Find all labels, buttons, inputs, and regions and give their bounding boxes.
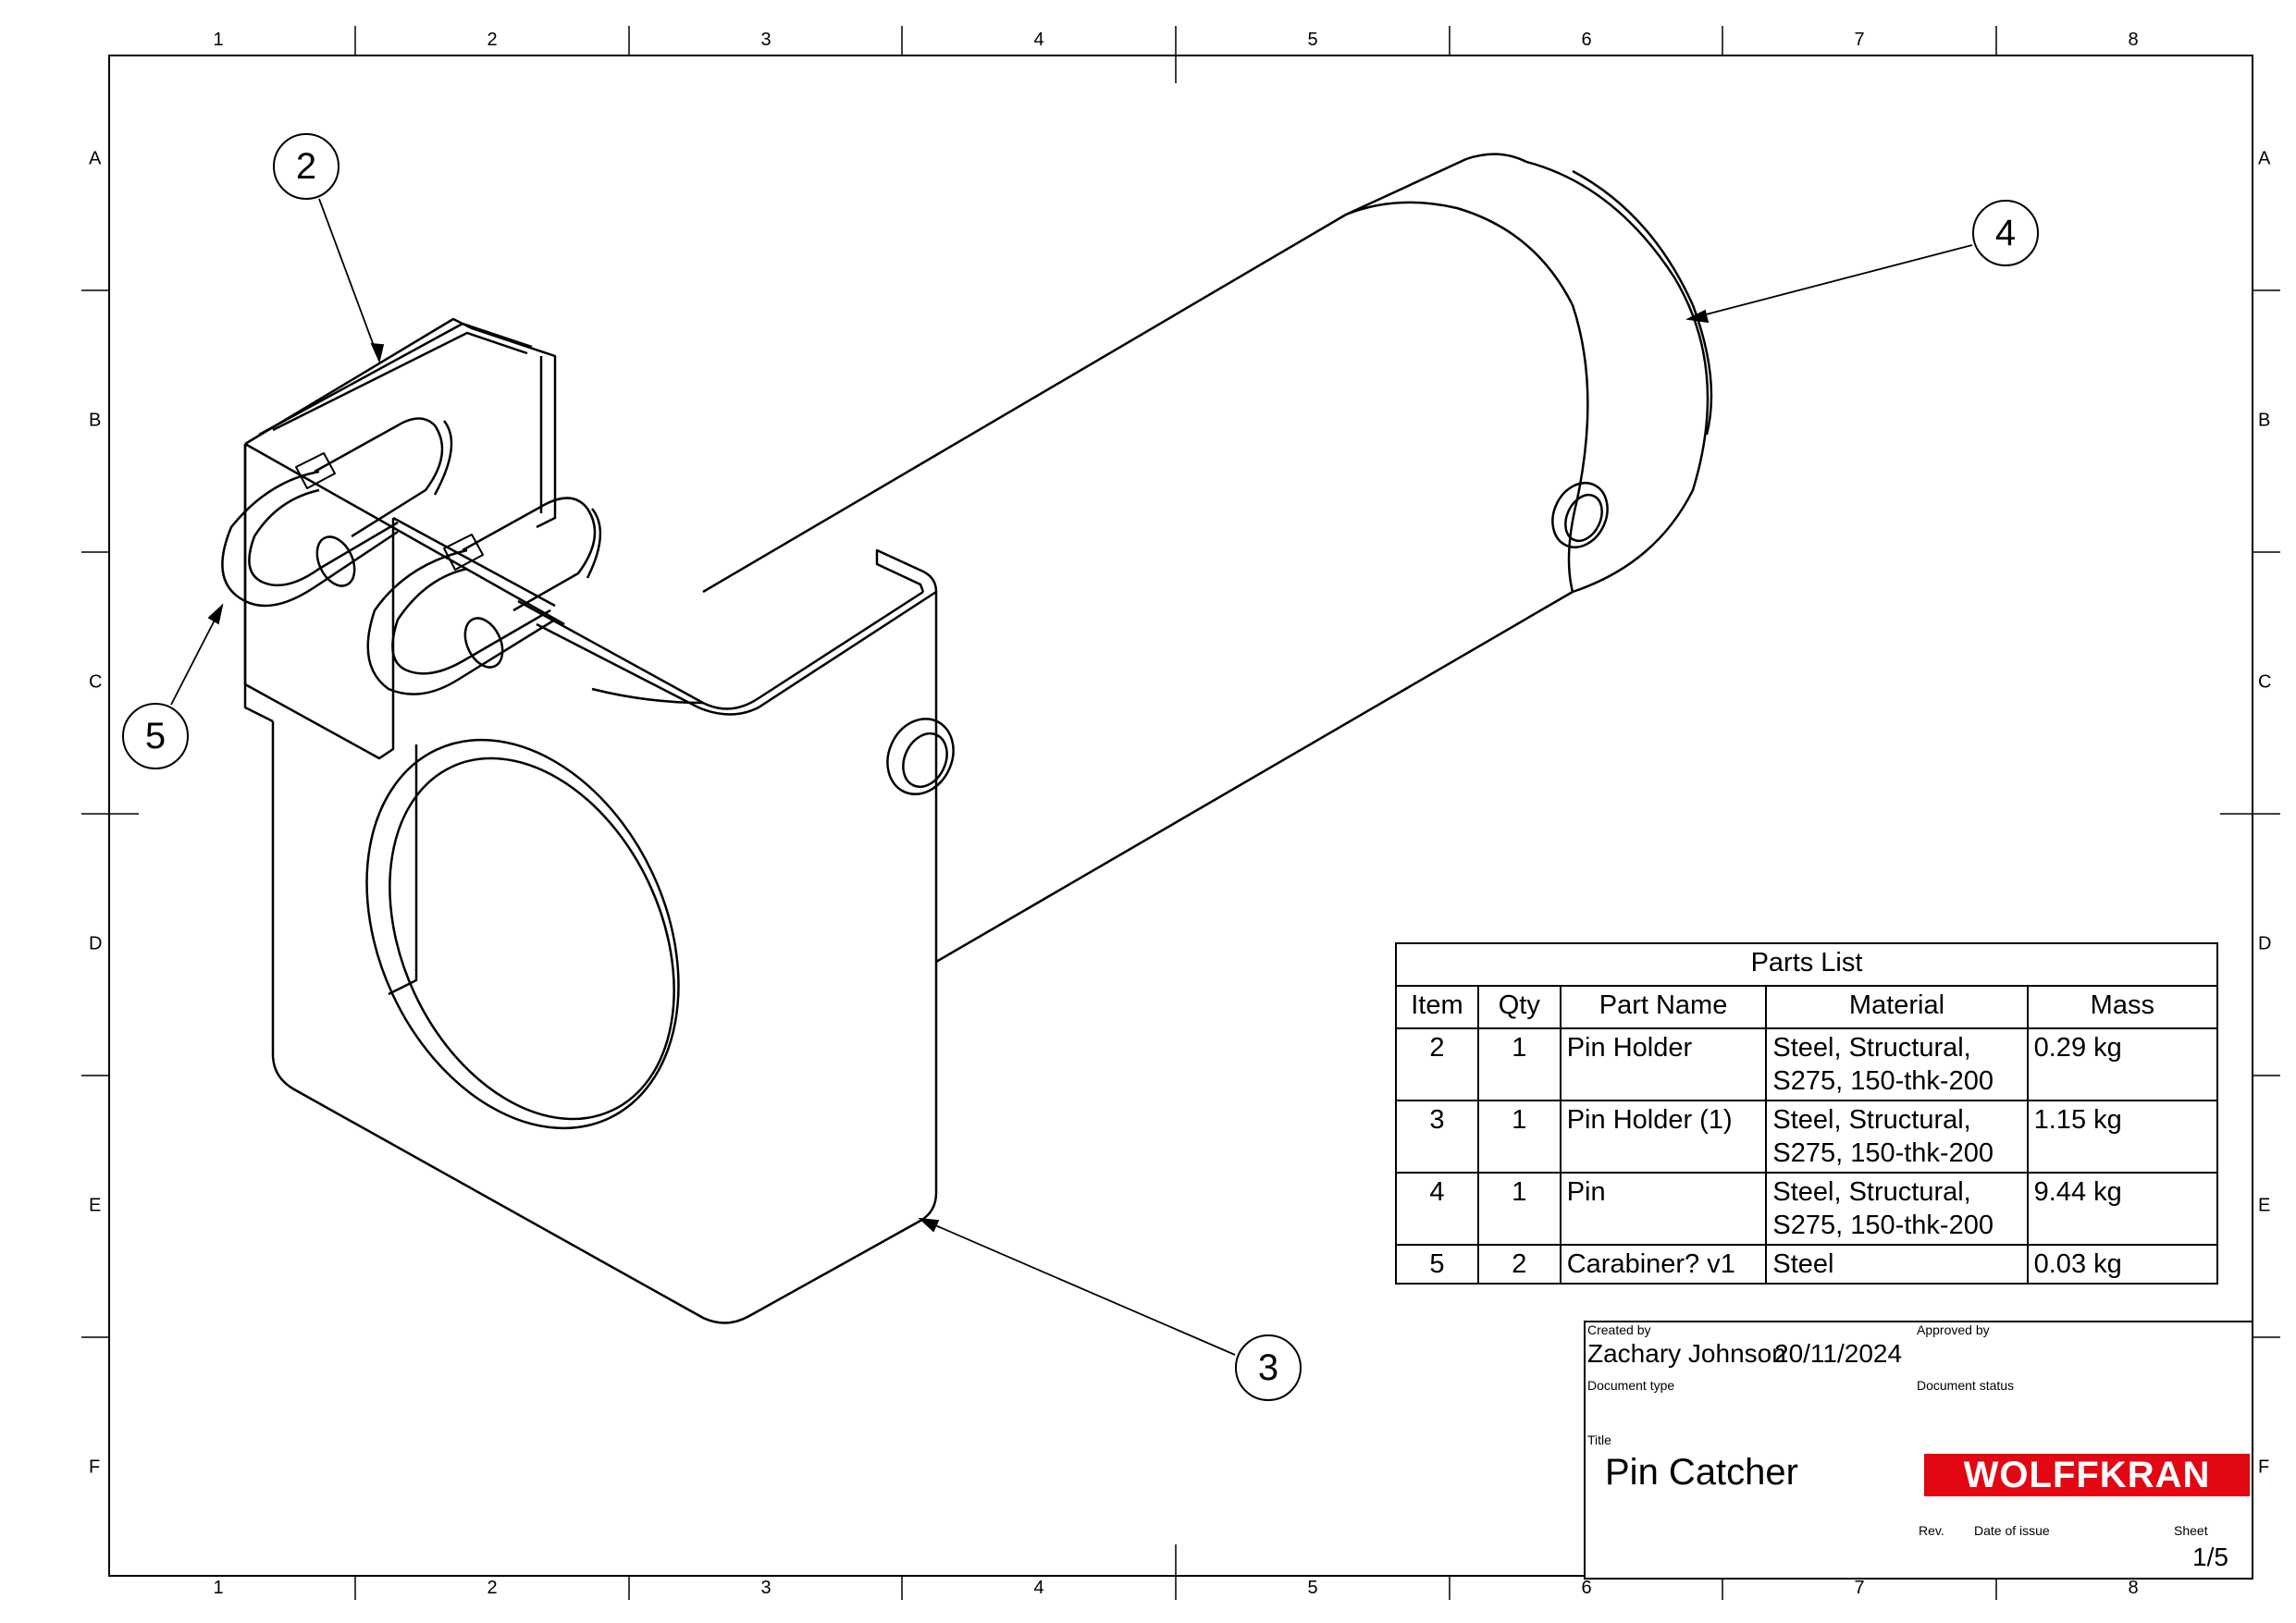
zone-row-e-left: E — [89, 1195, 102, 1216]
cell-part-name: Pin — [1559, 1172, 1768, 1246]
cell-mass: 0.03 kg — [2026, 1244, 2219, 1285]
cell-part-name: Pin Holder (1) — [1559, 1100, 1768, 1174]
material-line: Steel, Structural, — [1772, 1105, 1971, 1135]
cell-material: Steel, Structural, S275, 150-thk-200 — [1765, 1172, 2029, 1246]
zone-row-e-right: E — [2258, 1195, 2271, 1216]
zone-row-c-right: C — [2258, 671, 2272, 693]
drawing-frame — [108, 55, 2253, 1577]
zone-col-5-bottom: 5 — [1307, 1578, 1318, 1598]
zone-col-4-bottom: 4 — [1033, 1578, 1044, 1598]
material-line: Steel, Structural, — [1772, 1177, 1971, 1207]
material-line: S275, 150-thk-200 — [1772, 1066, 1994, 1096]
carabiners — [221, 417, 602, 695]
table-row: 3 1 Pin Holder (1) Steel, Structural,S27… — [1395, 1100, 2219, 1174]
sheet-label: Sheet — [2174, 1523, 2208, 1538]
zone-col-3-bottom: 3 — [760, 1578, 772, 1598]
cell-material: Steel, Structural,S275, 150-thk-200 — [1765, 1100, 2029, 1174]
cell-item: 5 — [1395, 1244, 1479, 1285]
zone-col-7-bottom: 7 — [1854, 1578, 1865, 1598]
leader-5 — [170, 605, 223, 706]
zone-row-f-right: F — [2258, 1457, 2270, 1478]
table-row: 2 1 Pin Holder Steel, Structural,S275, 1… — [1395, 1027, 2219, 1101]
zone-col-1-top: 1 — [213, 30, 224, 50]
cell-part-name: Carabiner? v1 — [1559, 1244, 1768, 1285]
header-item: Item — [1395, 985, 1479, 1029]
cell-mass: 1.15 kg — [2026, 1100, 2219, 1174]
leader-3 — [920, 1218, 1236, 1356]
parts-list-table: Parts List Item Qty Part Name Material M… — [1395, 942, 2219, 1285]
balloon-item-4: 4 — [1972, 200, 2039, 266]
rev-label: Rev. — [1919, 1523, 1944, 1538]
table-row: 4 1 Pin Steel, Structural, S275, 150-thk-… — [1395, 1172, 2219, 1246]
zone-row-f-left: F — [89, 1457, 101, 1478]
title-block — [1584, 1321, 2253, 1580]
zone-row-a-left: A — [89, 148, 102, 169]
wolffkran-logo: WOLFFKRAN — [1924, 1454, 2250, 1496]
cell-qty: 2 — [1476, 1244, 1562, 1285]
zone-row-d-left: D — [89, 933, 103, 954]
zone-row-a-right: A — [2258, 148, 2271, 169]
cell-part-name: Pin Holder — [1559, 1027, 1768, 1101]
header-material: Material — [1765, 985, 2029, 1029]
drawing-title: Pin Catcher — [1605, 1452, 1798, 1493]
header-part-name: Part Name — [1559, 985, 1768, 1029]
title-label: Title — [1587, 1432, 1611, 1447]
zone-ticks — [81, 26, 2280, 1600]
zone-col-7-top: 7 — [1854, 30, 1865, 50]
cell-qty: 1 — [1476, 1100, 1562, 1174]
document-type-label: Document type — [1587, 1378, 1675, 1393]
document-status-label: Document status — [1917, 1378, 2015, 1393]
cell-mass: 9.44 kg — [2026, 1172, 2219, 1246]
leader-4 — [1687, 244, 1973, 320]
balloon-item-3: 3 — [1235, 1334, 1302, 1401]
material-line: S275, 150-thk-200 — [1772, 1138, 1994, 1168]
material-line: S275, 150-thk-200 — [1772, 1211, 1994, 1240]
parts-list-title: Parts List — [1395, 942, 2218, 987]
approved-by-label: Approved by — [1917, 1322, 1990, 1337]
header-qty: Qty — [1476, 985, 1562, 1029]
balloon-item-5: 5 — [122, 703, 189, 769]
leader-lines — [170, 198, 1973, 1356]
created-by-label: Created by — [1587, 1322, 1651, 1337]
cell-material: Steel, Structural,S275, 150-thk-200 — [1765, 1027, 2029, 1101]
zone-col-4-top: 4 — [1033, 30, 1044, 50]
balloon-item-2: 2 — [273, 133, 339, 200]
zone-col-6-top: 6 — [1581, 30, 1592, 50]
cell-qty: 1 — [1476, 1172, 1562, 1246]
cell-mass: 0.29 kg — [2026, 1027, 2219, 1101]
zone-col-8-top: 8 — [2128, 30, 2139, 50]
zone-row-b-left: B — [89, 410, 102, 431]
sheet-number: 1/5 — [2192, 1543, 2228, 1571]
zone-row-b-right: B — [2258, 410, 2271, 431]
zone-col-1-bottom: 1 — [213, 1578, 224, 1598]
leader-2 — [318, 198, 380, 362]
zone-col-8-bottom: 8 — [2128, 1578, 2139, 1598]
cell-material: Steel — [1765, 1244, 2029, 1285]
cell-qty: 1 — [1476, 1027, 1562, 1101]
cell-item: 3 — [1395, 1100, 1479, 1174]
cell-item: 4 — [1395, 1172, 1479, 1246]
parts-list-header-row: Item Qty Part Name Material Mass — [1395, 985, 2219, 1029]
zone-row-c-left: C — [89, 671, 103, 693]
date-of-issue-label: Date of issue — [1974, 1523, 2050, 1538]
zone-col-6-bottom: 6 — [1581, 1578, 1592, 1598]
created-date: 20/11/2024 — [1774, 1339, 1903, 1368]
zone-row-d-right: D — [2258, 933, 2272, 954]
zone-col-3-top: 3 — [760, 30, 772, 50]
table-row: 5 2 Carabiner? v1 Steel 0.03 kg — [1395, 1244, 2219, 1285]
header-mass: Mass — [2026, 985, 2219, 1029]
zone-col-5-top: 5 — [1307, 30, 1318, 50]
pin-cylinder — [702, 153, 1713, 964]
material-line: Steel, Structural, — [1772, 1033, 1971, 1063]
created-by-name: Zachary Johnson — [1587, 1339, 1786, 1368]
pin-holder-plate — [243, 317, 557, 760]
cell-item: 2 — [1395, 1027, 1479, 1101]
zone-col-2-bottom: 2 — [487, 1578, 498, 1598]
zone-col-2-top: 2 — [487, 30, 498, 50]
